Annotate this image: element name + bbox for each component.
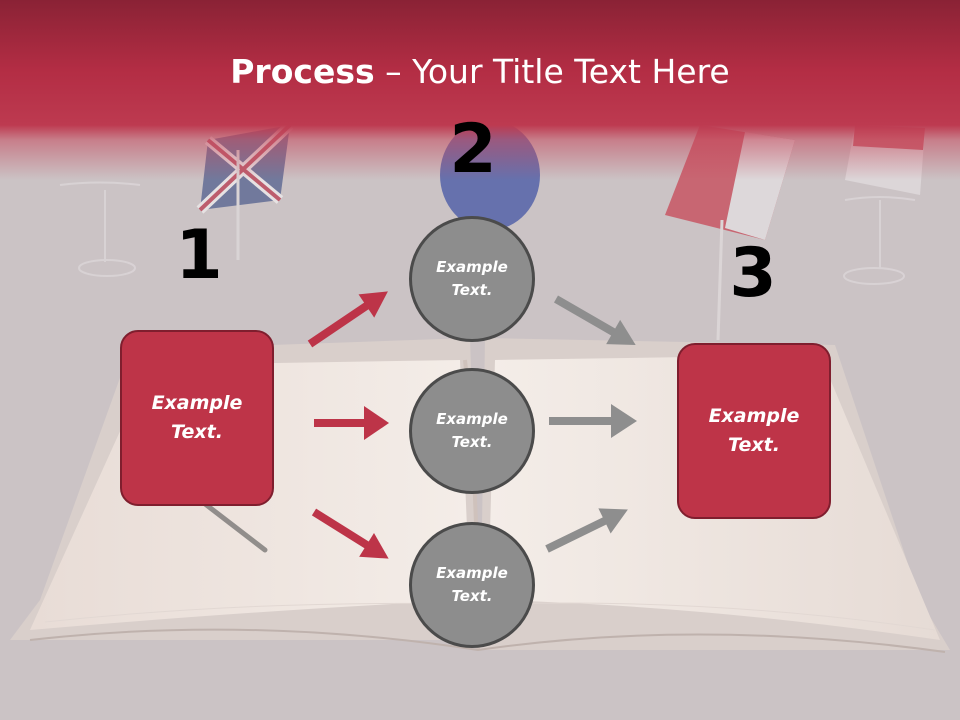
arrow-red-mid <box>314 406 389 440</box>
arrow-grey-mid <box>549 404 637 438</box>
arrow-grey-down <box>554 295 636 345</box>
pen <box>197 497 268 553</box>
arrow-grey-up <box>545 508 628 553</box>
step-number-2: 2 <box>449 110 497 189</box>
step-box-3[interactable]: Example Text. <box>677 343 831 519</box>
title-band <box>0 0 960 180</box>
glass-left <box>59 181 141 277</box>
circle-middle[interactable]: Example Text. <box>409 368 535 494</box>
step-box-3-text: Example Text. <box>708 405 800 456</box>
circle-top[interactable]: Example Text. <box>409 216 535 342</box>
title-bold: Process <box>230 52 375 91</box>
circle-top-text: Example Text. <box>436 258 508 299</box>
arrow-red-up <box>307 291 388 348</box>
circle-middle-text: Example Text. <box>436 410 508 451</box>
arrow-red-down <box>311 508 389 559</box>
step-number-1: 1 <box>175 216 223 295</box>
slide-title: Process – Your Title Text Here <box>0 52 960 91</box>
circle-bottom-text: Example Text. <box>436 564 508 605</box>
circle-bottom[interactable]: Example Text. <box>409 522 535 648</box>
step-box-1-text: Example Text. <box>151 392 243 443</box>
glass-right <box>843 196 916 285</box>
title-rest: – Your Title Text Here <box>374 52 730 91</box>
step-number-3: 3 <box>729 234 777 313</box>
step-box-1[interactable]: Example Text. <box>120 330 274 506</box>
